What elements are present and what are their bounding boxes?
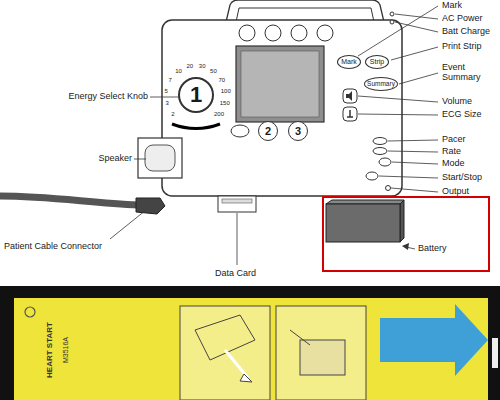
scale-number: 20: [187, 62, 194, 69]
scale-number: 50: [210, 67, 217, 74]
button-label: Mark: [341, 58, 357, 66]
callout-label: Speaker: [60, 153, 132, 163]
button-label: Strip: [370, 58, 384, 66]
scale-number: 5: [165, 88, 168, 95]
part-label: Battery: [418, 244, 447, 254]
mark-button: Mark: [337, 55, 361, 69]
battery-print: M3516A: [62, 337, 70, 363]
button-label: 3: [295, 125, 301, 137]
scale-number: 70: [218, 76, 225, 83]
scale-number: 30: [199, 62, 206, 69]
callout-label: Mark: [442, 0, 462, 10]
scale-number: 10: [175, 67, 182, 74]
callout-label: Pacer: [442, 134, 466, 144]
scale-number: 3: [166, 100, 169, 107]
battery-highlight-box: Battery: [322, 196, 490, 272]
scale-number: 7: [169, 76, 172, 83]
callout-label: Volume: [442, 96, 472, 106]
number-button: 3: [288, 121, 308, 141]
callout-label: Mode: [442, 158, 465, 168]
callout-label: Energy Select Knob: [36, 91, 148, 101]
button-label: 1: [190, 83, 202, 107]
callout-label: Event Summary: [442, 62, 494, 83]
callout-label: Print Strip: [442, 41, 482, 51]
callout-label: Rate: [442, 146, 461, 156]
scale-number: 150: [220, 100, 230, 107]
button-label: Summary: [367, 80, 395, 87]
callout-label: Start/Stop: [442, 172, 482, 182]
callout-label: AC Power: [442, 13, 483, 23]
energy-knob: 1: [178, 77, 214, 113]
callout-label: Patient Cable Connector: [4, 241, 102, 251]
strip-button: Strip: [365, 55, 389, 69]
scale-number: 2: [171, 111, 174, 118]
button-label: 2: [265, 125, 271, 137]
callout-label: ECG Size: [442, 109, 482, 119]
battery-print: HEART START: [45, 322, 54, 378]
callout-label: Output: [442, 186, 469, 196]
summary-button: Summary: [364, 77, 398, 91]
callout-label: Data Card: [215, 268, 256, 278]
number-button: 2: [258, 121, 278, 141]
scale-number: 200: [214, 111, 224, 118]
scale-number: 100: [221, 88, 231, 95]
callout-label: Batt Charge: [442, 26, 490, 36]
